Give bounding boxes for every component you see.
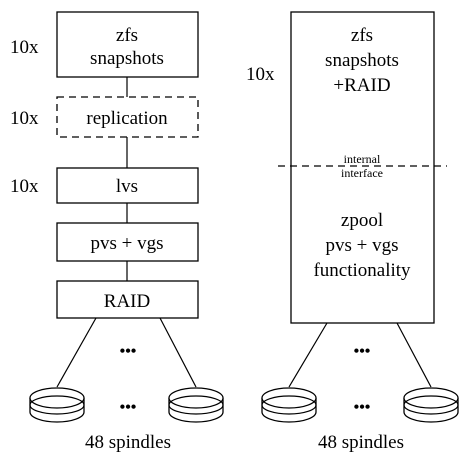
layer-box [56, 167, 199, 204]
fanout-line [396, 322, 432, 388]
fanout-line [159, 317, 197, 388]
lower-label: functionality [313, 260, 411, 281]
left-stack: zfs snapshots 10x replication 10x lvs 10… [10, 11, 224, 453]
upper-label: snapshots [325, 50, 399, 71]
ellipsis: ••• [120, 343, 137, 360]
layer-box [56, 222, 199, 262]
disks-caption: 48 spindles [85, 432, 171, 453]
lower-label: zpool [341, 210, 383, 231]
upper-label: zfs [351, 25, 373, 46]
lower-label: pvs + vgs [325, 235, 398, 256]
multiplier-label: 10x [10, 37, 39, 58]
multiplier-label: 10x [246, 64, 275, 85]
layer-label: lvs [116, 176, 138, 197]
layer-box [56, 96, 199, 138]
disk-icon [168, 387, 224, 423]
layer-raid: RAID [56, 280, 199, 319]
zfs-combined-box [290, 11, 435, 324]
fanout-line [288, 322, 328, 388]
multiplier-label: 10x [10, 108, 39, 129]
disk-icon [403, 387, 459, 423]
layer-box [56, 280, 199, 319]
ellipsis: ••• [120, 399, 137, 416]
layer-zfs-snapshots: zfs snapshots 10x [10, 11, 199, 78]
disks-caption: 48 spindles [318, 432, 404, 453]
fanout-line [56, 317, 97, 388]
disk-icon [29, 387, 85, 423]
interface-label: internal [344, 152, 381, 166]
layer-label: replication [86, 108, 168, 129]
interface-label: interface [341, 166, 383, 180]
layer-label: RAID [104, 291, 150, 312]
layer-label: snapshots [90, 48, 164, 69]
layer-label: zfs [116, 25, 138, 46]
layer-label: pvs + vgs [90, 233, 163, 254]
layer-box [56, 11, 199, 78]
upper-label: +RAID [333, 75, 390, 96]
ellipsis: ••• [354, 343, 371, 360]
layer-lvs: lvs 10x [10, 167, 199, 204]
right-stack: 10x zfs snapshots +RAID internal interfa… [246, 11, 459, 453]
ellipsis: ••• [354, 399, 371, 416]
multiplier-label: 10x [10, 176, 39, 197]
layer-pvs-vgs: pvs + vgs [56, 222, 199, 262]
layer-replication: replication 10x [10, 96, 199, 138]
disk-icon [261, 387, 317, 423]
